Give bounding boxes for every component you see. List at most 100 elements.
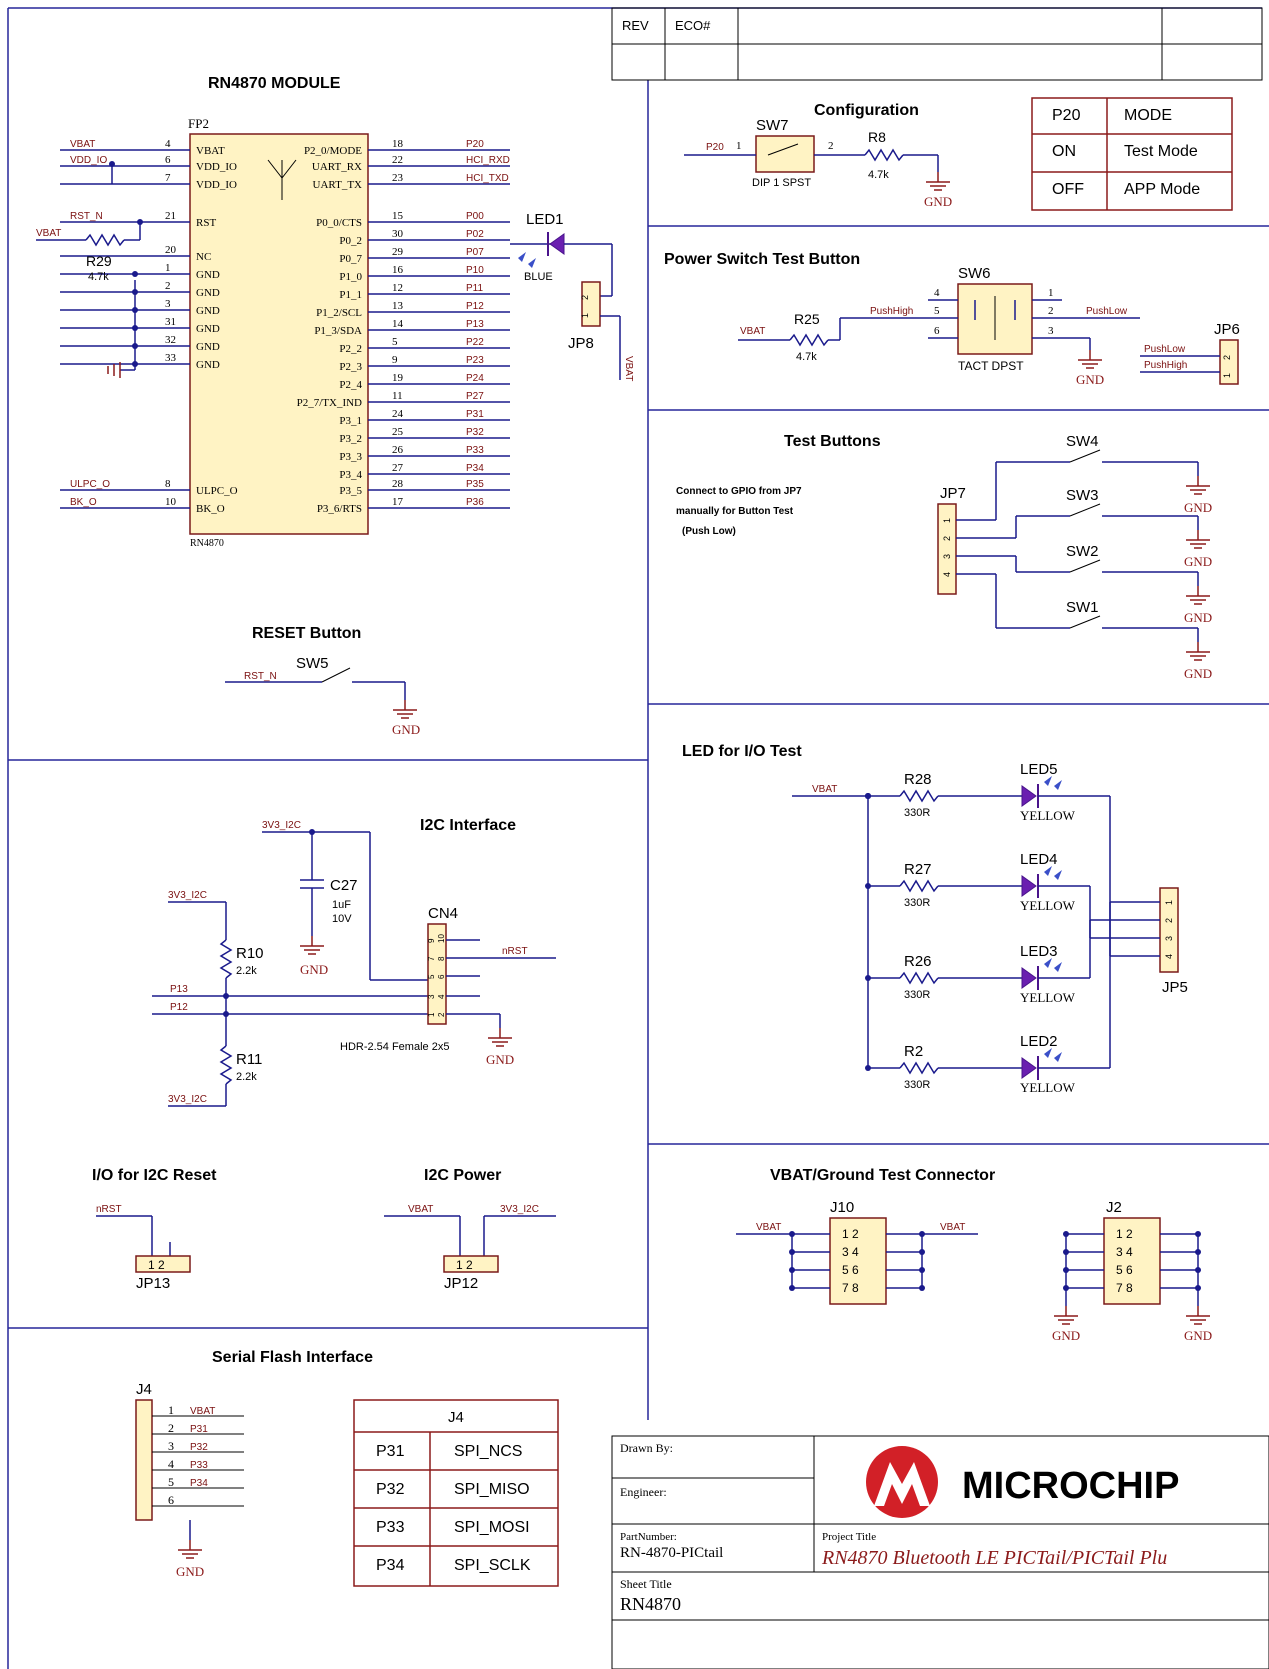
jp5-pin: 1 — [1164, 900, 1174, 905]
j2-row: 3 4 — [1116, 1245, 1133, 1259]
module-right-pin-num: 12 — [392, 282, 403, 294]
c27-ref: C27 — [330, 877, 358, 894]
flash-table-function: SPI_MOSI — [454, 1519, 530, 1536]
module-right-pin-name: P3_6/RTS — [317, 503, 362, 515]
r11-value: 2.2k — [236, 1071, 257, 1083]
led-test-r-ref: R2 — [904, 1043, 923, 1060]
module-right-pin-num: 18 — [392, 138, 404, 150]
r8-ref: R8 — [868, 129, 886, 145]
flash-table-pin: P34 — [376, 1557, 405, 1574]
r25-ref: R25 — [794, 311, 820, 327]
flash-pin-num: 4 — [168, 1457, 174, 1471]
led-test-resistor — [899, 1061, 939, 1075]
module-right-net: P23 — [466, 355, 484, 366]
test-switch-gnd: GND — [1184, 554, 1212, 569]
module-left-net: VBAT — [70, 139, 95, 150]
test-note-line2: manually for Button Test — [676, 506, 794, 517]
test-switch-contact[interactable] — [1069, 559, 1101, 573]
rev-label: REV — [622, 18, 649, 33]
power-vbat-net: VBAT — [740, 326, 765, 337]
r8-value: 4.7k — [868, 169, 889, 181]
test-switch-contact[interactable] — [1069, 503, 1101, 517]
project-title: RN4870 Bluetooth LE PICTail/PICTail Plu — [821, 1547, 1167, 1569]
module-right-pin-name: P3_1 — [339, 415, 362, 427]
module-left-pin-name: GND — [196, 323, 220, 335]
module-right-pin-num: 11 — [392, 390, 403, 402]
led-test-led-color: YELLOW — [1020, 898, 1076, 913]
module-left-pin-name: GND — [196, 269, 220, 281]
reset-net: RST_N — [244, 671, 277, 682]
led-test-resistor — [899, 879, 939, 893]
module-right-pin-num: 14 — [392, 318, 404, 330]
r8-resistor — [864, 148, 904, 162]
jp7-ref: JP7 — [940, 485, 966, 502]
i2c-3v3-top-net: 3V3_I2C — [262, 820, 301, 831]
cn4-pin: 8 — [437, 956, 446, 961]
module-right-net: P32 — [466, 427, 484, 438]
jp12-header — [443, 1255, 499, 1273]
module-right-net: P12 — [466, 301, 484, 312]
led-diode-icon — [1021, 1057, 1037, 1079]
led-test-led-ref: LED2 — [1020, 1033, 1058, 1050]
module-left-pin-name: ULPC_O — [196, 485, 238, 497]
module-left-pin-name: GND — [196, 305, 220, 317]
jp13-header — [135, 1255, 191, 1273]
test-buttons-title: Test Buttons — [784, 433, 881, 450]
module-right-pin-num: 27 — [392, 462, 404, 474]
module-right-pin-name: P2_7/TX_IND — [297, 397, 362, 409]
j2-ref: J2 — [1106, 1199, 1122, 1216]
module-right-pin-name: P3_2 — [339, 433, 362, 445]
test-switch-contact[interactable] — [1069, 615, 1101, 629]
c27-voltage: 10V — [332, 913, 352, 925]
i2c-power-vbat: VBAT — [408, 1204, 433, 1215]
sheet-title-label: Sheet Title — [620, 1577, 672, 1591]
sw6-pin2: 2 — [1048, 305, 1054, 317]
jp6-pushhigh-net: PushHigh — [1144, 360, 1187, 371]
test-note-line1: Connect to GPIO from JP7 — [676, 486, 802, 497]
sw5-contact[interactable] — [321, 667, 351, 683]
module-right-pin-name: P0_2 — [339, 235, 362, 247]
module-left-pin-name: GND — [196, 287, 220, 299]
module-right-net: P27 — [466, 391, 484, 402]
module-left-pin-name: RST — [196, 217, 216, 229]
microchip-logo: MICROCHIP — [866, 1446, 1179, 1518]
module-right-pin-name: P1_1 — [339, 289, 362, 301]
module-right-pin-num: 24 — [392, 408, 404, 420]
j2-row: 5 6 — [1116, 1263, 1133, 1277]
led-test-r-value: 330R — [904, 897, 930, 909]
module-right-pin-num: 30 — [392, 228, 404, 240]
module-right-pin-num: 19 — [392, 372, 404, 384]
j10-header — [829, 1217, 887, 1305]
test-switch-contact[interactable] — [1069, 449, 1101, 463]
flash-gnd-label: GND — [176, 1564, 204, 1579]
cn4-pin: 7 — [427, 956, 436, 961]
drawn-by-label: Drawn By: — [620, 1441, 673, 1455]
module-right-pin-num: 22 — [392, 154, 403, 166]
jp13-ref: JP13 — [136, 1275, 170, 1292]
module-right-pin-num: 9 — [392, 354, 398, 366]
sw7-dip-switch[interactable] — [755, 135, 815, 173]
flash-table-function: SPI_MISO — [454, 1481, 530, 1498]
module-right-net: P31 — [466, 409, 484, 420]
project-title-label: Project Title — [822, 1531, 876, 1543]
flash-pin-num: 6 — [168, 1493, 174, 1507]
cn4-pin: 1 — [427, 1012, 436, 1017]
module-right-pin-name: P2_0/MODE — [304, 145, 362, 157]
led-test-r-ref: R28 — [904, 771, 932, 788]
flash-j4-header — [135, 1399, 153, 1521]
led-light-arrow-icon — [1044, 866, 1052, 876]
led1-ref: LED1 — [526, 211, 564, 228]
led-test-r-value: 330R — [904, 989, 930, 1001]
jp8-net: VBAT — [623, 356, 634, 381]
reset-button-section: RESET Button SW5 GND RST_N — [225, 625, 420, 737]
module-title: RN4870 MODULE — [208, 75, 341, 92]
eco-label: ECO# — [675, 18, 711, 33]
rn4870-module-section: RN4870 MODULE FP2 RN4870 4VBATVBAT6VDD_I… — [36, 75, 634, 549]
flash-pin-net: P32 — [190, 1442, 208, 1453]
led-test-vbat-net: VBAT — [812, 784, 837, 795]
module-left-pin-num: 7 — [165, 172, 171, 184]
module-right-pin-name: P3_3 — [339, 451, 362, 463]
sw7-pin1: 1 — [736, 140, 742, 152]
